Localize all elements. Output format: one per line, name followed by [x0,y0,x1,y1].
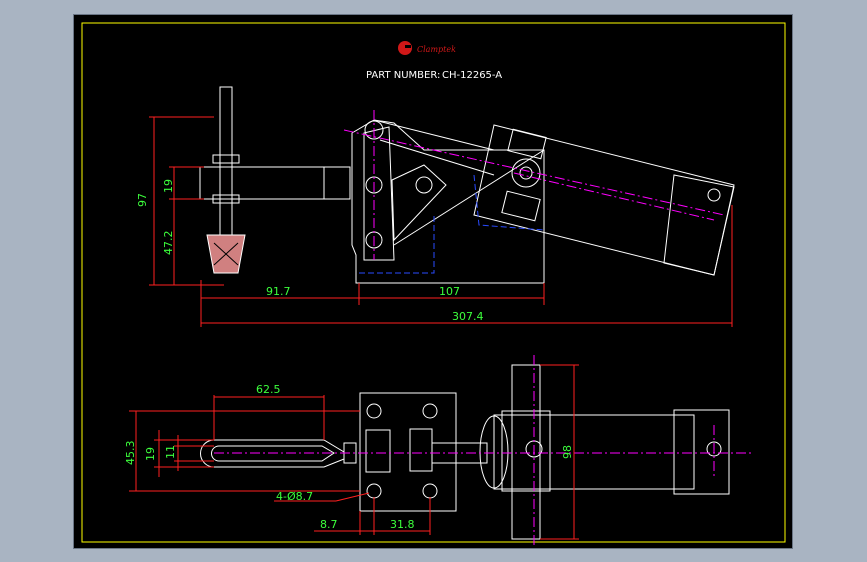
dim-top-spacing: 31.8 [390,518,415,531]
dim-side-height: 97 [136,193,149,207]
dim-top-holes: 4-Ø8.7 [276,490,313,503]
side-body [351,119,545,284]
part-number-label: PART NUMBER: [366,70,440,81]
dim-top-slot-width: 11 [164,445,177,459]
dim-side-lower: 47.2 [162,231,175,256]
part-number-value: CH-12265-A [442,70,502,81]
cad-drawing: Clamptek PART NUMBER: CH-12265-A [81,22,786,545]
dim-top-edge: 8.7 [320,518,338,531]
dim-side-base: 107 [439,285,460,298]
dim-top-cylinder: 98 [561,445,574,459]
top-dimensions: 62.5 45.3 19 11 4-Ø8.7 8.7 31.8 98 [124,364,579,540]
logo-text: Clamptek [417,45,456,54]
dim-top-width: 45.3 [124,441,137,466]
dim-top-slot: 62.5 [256,383,281,396]
brand-logo: Clamptek [398,41,456,55]
dim-side-gap: 19 [162,179,175,193]
top-base-plate [359,392,457,512]
dim-top-inner: 19 [144,447,157,461]
dim-side-reach: 91.7 [266,285,291,298]
side-view [199,86,735,284]
drawing-frame [81,22,786,543]
dim-side-overall: 307.4 [452,310,484,323]
side-dimensions: 97 19 47.2 91.7 107 307.4 [136,116,733,327]
side-arm [199,166,351,200]
side-cylinder [473,124,735,276]
top-view [200,355,754,545]
drawing-sheet: Clamptek PART NUMBER: CH-12265-A [73,14,793,549]
top-cylinder [493,414,695,490]
